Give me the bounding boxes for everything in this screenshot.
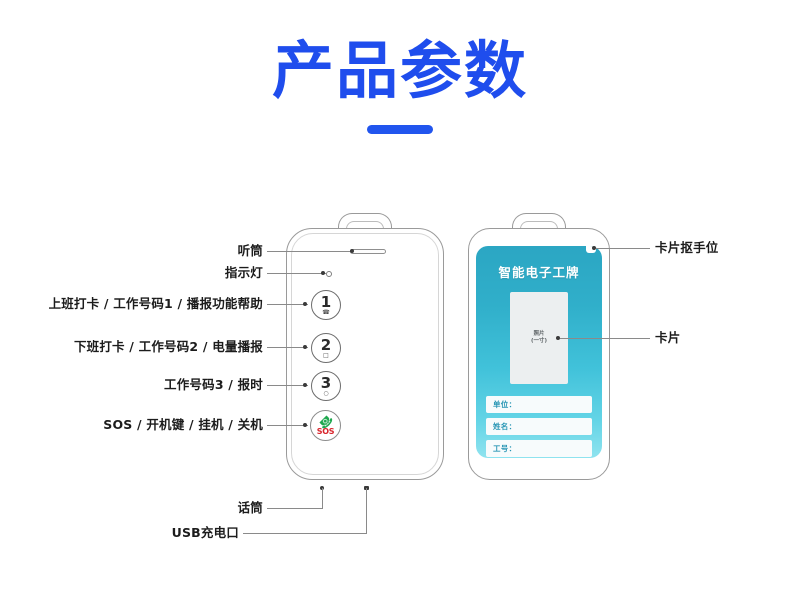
leader-line-usb-vertical	[366, 488, 367, 533]
leader-dot-button-1	[303, 302, 307, 306]
leader-line-button-3	[267, 385, 308, 386]
lanyard-slot-right	[520, 221, 558, 230]
leader-line-card-notch	[596, 248, 650, 249]
badge-card: 智能电子工牌 照片 (一寸) 单位： 姓名： 工号：	[476, 246, 602, 458]
label-clock-in: 上班打卡 / 工作号码1 / 播报功能帮助	[48, 296, 263, 311]
leader-dot-button-3	[303, 383, 307, 387]
leader-line-indicator	[267, 273, 327, 274]
label-earpiece: 听筒	[237, 243, 263, 258]
leader-line-card	[560, 338, 650, 339]
label-card: 卡片	[655, 330, 681, 345]
label-microphone: 话筒	[237, 500, 263, 515]
badge-field-name: 姓名：	[486, 418, 592, 435]
device-front-inner-bezel	[291, 233, 439, 475]
leader-line-earpiece	[267, 251, 353, 252]
badge-field-unit: 单位：	[486, 396, 592, 413]
badge-field-name-label: 姓名：	[493, 422, 517, 431]
page-title: 产品参数	[271, 34, 528, 107]
leader-dot-card	[556, 336, 560, 340]
leader-dot-sos	[303, 423, 307, 427]
sos-button[interactable]: ☎ SOS	[310, 410, 341, 441]
leader-line-button-2	[267, 347, 308, 348]
button-3-glyph-icon: ○	[323, 389, 329, 397]
indicator-led	[326, 271, 332, 277]
title-underline-bar	[367, 125, 433, 135]
leader-dot-indicator	[321, 271, 325, 275]
button-2-glyph-icon: □	[323, 351, 329, 359]
sos-button-label: SOS	[316, 426, 335, 436]
badge-field-unit-label: 单位：	[493, 400, 517, 409]
button-1-glyph-icon: ☎	[322, 308, 330, 316]
leader-dot-button-2	[303, 345, 307, 349]
label-indicator-light: 指示灯	[224, 265, 263, 280]
button-3[interactable]: 3 ○	[311, 371, 341, 401]
button-1[interactable]: 1 ☎	[311, 290, 341, 320]
leader-dot-earpiece	[350, 249, 354, 253]
label-work-number-3: 工作号码3 / 报时	[164, 377, 263, 392]
leader-line-button-1	[267, 304, 308, 305]
title-block: 产品参数	[0, 34, 800, 135]
lanyard-slot-left	[346, 221, 384, 230]
label-card-finger-notch: 卡片抠手位	[655, 240, 719, 255]
button-3-number: 3	[320, 373, 332, 392]
leader-dot-card-notch	[592, 246, 596, 250]
leader-line-usb-horizontal	[243, 533, 367, 534]
label-sos: SOS / 开机键 / 挂机 / 关机	[103, 417, 263, 432]
button-1-number: 1	[320, 292, 332, 311]
badge-field-employee-id-label: 工号：	[493, 444, 517, 453]
badge-title: 智能电子工牌	[498, 265, 580, 280]
earpiece-slot	[350, 249, 386, 254]
leader-line-microphone-horizontal	[267, 508, 323, 509]
button-2-number: 2	[320, 335, 332, 354]
leader-line-sos	[267, 425, 308, 426]
leader-line-microphone-vertical	[322, 488, 323, 508]
label-usb-charging-port: USB充电口	[171, 525, 239, 540]
badge-field-employee-id: 工号：	[486, 440, 592, 457]
button-2[interactable]: 2 □	[311, 333, 341, 363]
badge-photo-text: 照片 (一寸)	[530, 331, 548, 344]
card-finger-notch	[586, 246, 596, 253]
device-front-body	[286, 228, 444, 480]
label-clock-out: 下班打卡 / 工作号码2 / 电量播报	[73, 339, 263, 354]
